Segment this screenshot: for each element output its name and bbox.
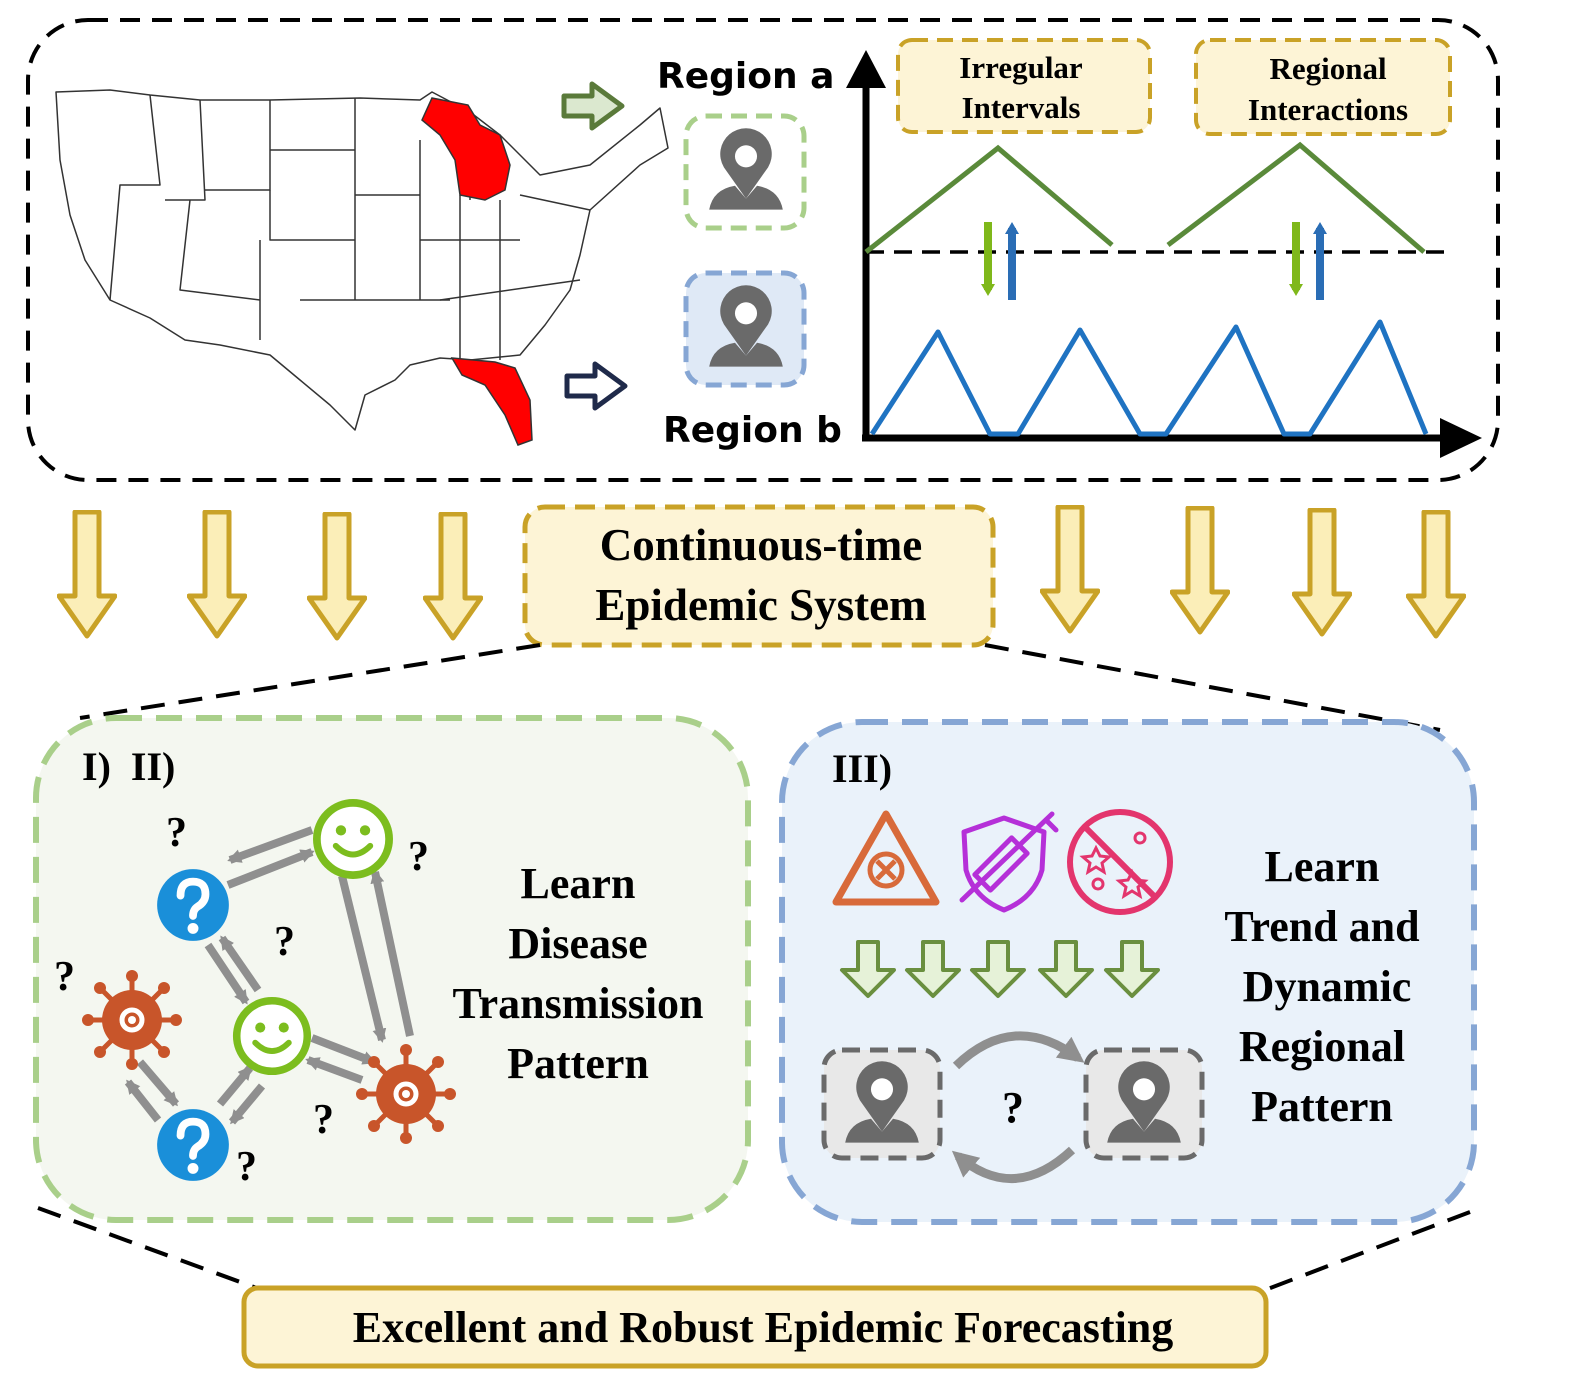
epidemic-system-line-2: Epidemic System xyxy=(595,580,926,630)
right-panel-line-2: Trend and xyxy=(1224,902,1419,951)
irregular-intervals-line-1: Irregular xyxy=(959,50,1083,85)
right-panel-line-1: Learn xyxy=(1265,842,1380,891)
left-panel-line-1: Learn xyxy=(521,859,636,908)
irregular-intervals-line-2: Intervals xyxy=(962,90,1081,125)
output-label: Excellent and Robust Epidemic Forecastin… xyxy=(353,1303,1174,1352)
region-a-label: Region a xyxy=(657,56,834,97)
top-input-frame xyxy=(26,18,1500,482)
region-b-label: Region b xyxy=(663,410,842,451)
panel-tags-i-ii: I) II) xyxy=(82,744,175,789)
epidemic-system-line-1: Continuous-time xyxy=(600,520,923,570)
virus-icon xyxy=(356,1044,456,1144)
question-mark: ? xyxy=(1002,1083,1024,1132)
question-node-icon xyxy=(157,1109,229,1181)
right-panel-line-5: Pattern xyxy=(1251,1082,1393,1131)
highlight-state-b xyxy=(450,357,533,446)
region-a-arrow xyxy=(561,81,625,131)
region-a-series-2 xyxy=(1166,141,1426,254)
curved-arrow-bottom xyxy=(951,1146,1076,1183)
left-panel-line-3: Transmission xyxy=(452,979,703,1028)
no-virus-icon xyxy=(1067,809,1173,915)
output-box xyxy=(241,1285,1269,1369)
smiley-icon xyxy=(237,1001,308,1072)
regional-interactions-tag xyxy=(1194,38,1452,136)
virus-icon xyxy=(82,970,182,1070)
question-mark: ? xyxy=(54,954,75,1000)
question-mark: ? xyxy=(166,810,187,856)
zoom-line-right xyxy=(984,643,1441,732)
highlight-state-a xyxy=(421,97,511,201)
transmission-edges xyxy=(124,826,414,1125)
vaccine-shield-icon xyxy=(959,811,1059,913)
curved-arrow-top xyxy=(952,1031,1085,1070)
zoom-line-left xyxy=(79,643,541,720)
epidemic-system-box xyxy=(522,504,996,648)
region-b-arrow xyxy=(564,361,628,411)
x-axis-arrow xyxy=(1440,418,1482,458)
left-panel-line-2: Disease xyxy=(508,919,647,968)
question-node-icon xyxy=(157,869,229,941)
gold-down-arrow xyxy=(1172,508,1228,632)
gold-down-arrow xyxy=(425,514,481,638)
question-mark: ? xyxy=(408,834,429,880)
gold-down-arrow xyxy=(189,512,245,636)
gold-down-arrow xyxy=(309,514,365,638)
region-b-series xyxy=(869,319,1429,437)
question-mark: ? xyxy=(236,1144,257,1190)
panel-tag-iii: III) xyxy=(832,746,892,791)
us-map-icon xyxy=(55,89,669,431)
left-panel-line-4: Pattern xyxy=(507,1039,649,1088)
smiley-icon xyxy=(317,803,389,875)
right-panel-line-4: Regional xyxy=(1239,1022,1405,1071)
gold-down-arrow xyxy=(1294,510,1350,634)
question-mark: ? xyxy=(274,919,295,965)
question-mark: ? xyxy=(313,1097,334,1143)
irregular-intervals-tag xyxy=(896,38,1152,134)
zoom-line-bottom-left xyxy=(37,1206,263,1292)
region-a-series-1 xyxy=(864,144,1114,254)
gold-down-arrow xyxy=(1408,512,1464,636)
y-axis-arrow xyxy=(846,50,886,88)
regional-interactions-line-1: Regional xyxy=(1269,51,1387,86)
regional-interactions-line-2: Interactions xyxy=(1248,92,1408,127)
gold-down-arrow xyxy=(1042,507,1098,631)
gold-down-arrow xyxy=(59,512,115,636)
warning-triangle-icon xyxy=(832,810,940,906)
right-panel-line-3: Dynamic xyxy=(1243,962,1412,1011)
